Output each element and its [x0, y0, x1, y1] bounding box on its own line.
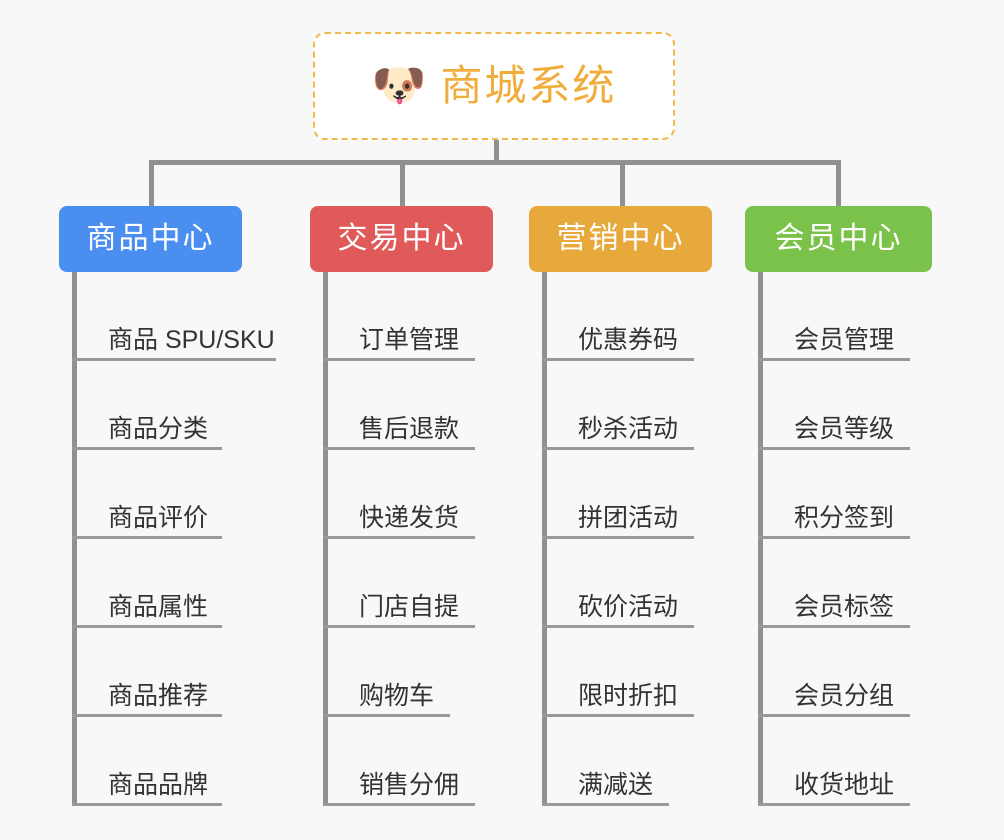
item-label: 购物车 — [359, 682, 435, 710]
connector-drop-4 — [836, 160, 841, 206]
item-label: 门店自提 — [359, 593, 460, 621]
item-rule — [758, 358, 910, 361]
item-label: 积分签到 — [794, 504, 895, 532]
item-label: 拼团活动 — [578, 504, 679, 532]
item-label: 订单管理 — [359, 326, 460, 354]
item-label: 商品分类 — [108, 415, 209, 443]
item-rule — [323, 536, 475, 539]
item-label: 商品 SPU/SKU — [108, 326, 275, 354]
item-label: 限时折扣 — [578, 682, 679, 710]
item-label: 商品品牌 — [108, 771, 209, 799]
item-rule — [72, 625, 222, 628]
item-rule — [542, 358, 694, 361]
category-label: 商品中心 — [86, 222, 215, 255]
item-rule — [542, 625, 694, 628]
item-rule — [542, 447, 694, 450]
item-rule — [323, 447, 475, 450]
item-rule — [323, 714, 450, 717]
item-rule — [758, 625, 910, 628]
item-label: 会员标签 — [794, 593, 895, 621]
item-rule — [72, 714, 222, 717]
category-label: 会员中心 — [774, 222, 903, 255]
item-rule — [542, 536, 694, 539]
connector-horizontal-bus — [149, 160, 837, 165]
item-rule — [72, 447, 222, 450]
item-label: 商品属性 — [108, 593, 209, 621]
item-label: 优惠券码 — [578, 326, 679, 354]
item-label: 会员管理 — [794, 326, 895, 354]
item-rule — [542, 803, 669, 806]
item-label: 会员分组 — [794, 682, 895, 710]
connector-root-stem — [494, 140, 499, 164]
item-rule — [72, 358, 276, 361]
item-rule — [323, 803, 475, 806]
shiba-dog-face-icon: 🐶 — [371, 61, 427, 110]
item-label: 收货地址 — [794, 771, 895, 799]
item-rule — [758, 803, 910, 806]
branch-member-center: 会员中心 会员管理 会员等级 积分签到 会员标签 会员分组 — [745, 206, 932, 806]
item-label: 秒杀活动 — [578, 415, 679, 443]
item-label: 销售分佣 — [359, 771, 460, 799]
branch-spine-2 — [323, 272, 328, 806]
root-title: 商城系统 — [440, 62, 617, 109]
item-label: 商品评价 — [108, 504, 209, 532]
branch-spine-4 — [758, 272, 763, 806]
item-label: 会员等级 — [794, 415, 895, 443]
category-header-3[interactable]: 营销中心 — [529, 206, 712, 272]
branch-trade-center: 交易中心 订单管理 售后退款 快递发货 门店自提 购物车 — [310, 206, 493, 806]
branch-marketing-center: 营销中心 优惠券码 秒杀活动 拼团活动 砍价活动 限时折扣 — [529, 206, 712, 806]
item-rule — [72, 536, 222, 539]
connector-drop-2 — [400, 160, 405, 206]
item-rule — [72, 803, 222, 806]
item-label: 快递发货 — [359, 504, 460, 532]
branch-spine-1 — [72, 272, 77, 806]
connector-drop-1 — [149, 160, 154, 206]
category-header-4[interactable]: 会员中心 — [745, 206, 932, 272]
item-label: 商品推荐 — [108, 682, 209, 710]
item-rule — [323, 358, 475, 361]
category-label: 营销中心 — [556, 222, 685, 255]
item-rule — [758, 536, 910, 539]
item-rule — [323, 625, 475, 628]
branch-product-center: 商品中心 商品 SPU/SKU 商品分类 商品评价 商品属性 商品推荐 — [59, 206, 276, 806]
branch-spine-3 — [542, 272, 547, 806]
category-header-2[interactable]: 交易中心 — [310, 206, 493, 272]
category-label: 交易中心 — [337, 222, 466, 255]
item-rule — [758, 447, 910, 450]
item-label: 砍价活动 — [578, 593, 679, 621]
category-header-1[interactable]: 商品中心 — [59, 206, 242, 272]
item-rule — [758, 714, 910, 717]
item-rule — [542, 714, 694, 717]
connector-drop-3 — [620, 160, 625, 206]
item-label: 满减送 — [578, 771, 654, 799]
item-label: 售后退款 — [359, 415, 460, 443]
root-node[interactable]: 🐶 商城系统 — [313, 32, 675, 140]
